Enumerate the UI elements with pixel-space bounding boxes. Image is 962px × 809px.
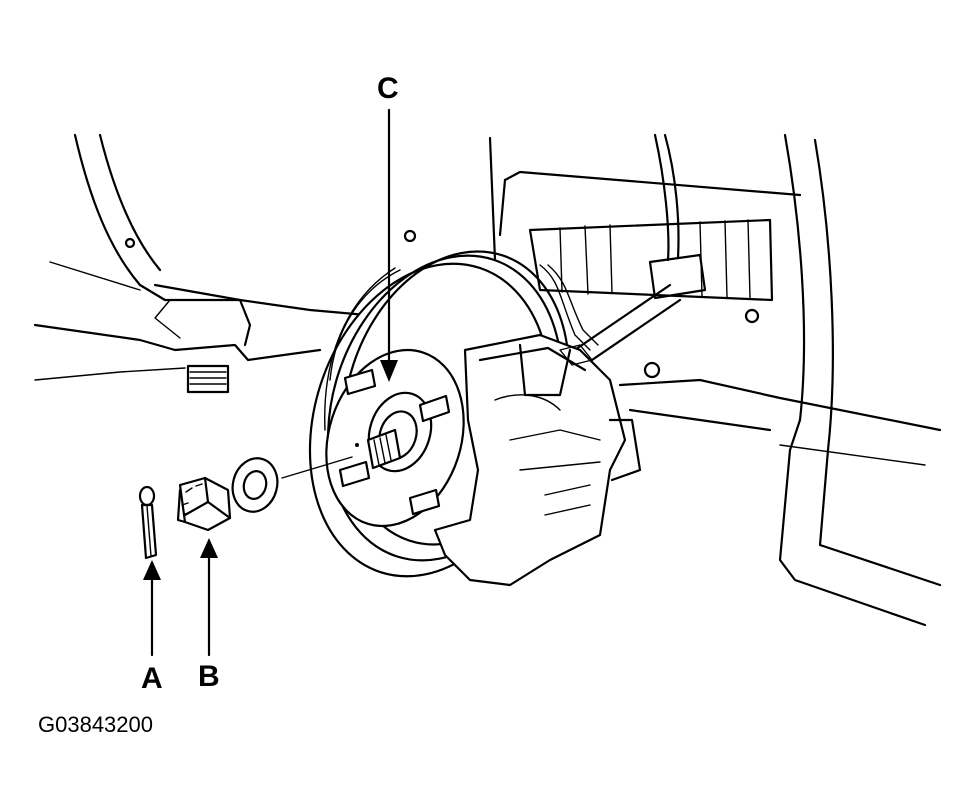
strut-and-body-right: [488, 133, 942, 627]
arrow-b: [200, 538, 218, 657]
arrow-a: [143, 560, 161, 657]
brake-caliper: [433, 333, 642, 587]
callout-label-c: C: [377, 72, 399, 105]
cotter-pin: [138, 485, 158, 560]
figure-id: G03843200: [38, 712, 153, 737]
castle-nut: [176, 476, 232, 532]
callout-label-b: B: [198, 660, 220, 693]
washer: [231, 457, 279, 513]
wheel-well-outline: [33, 133, 482, 394]
arrow-c: [380, 108, 398, 382]
callout-label-a: A: [141, 662, 163, 695]
steering-rack-boot: [528, 218, 942, 432]
assembly-alignment-line: [281, 456, 353, 479]
